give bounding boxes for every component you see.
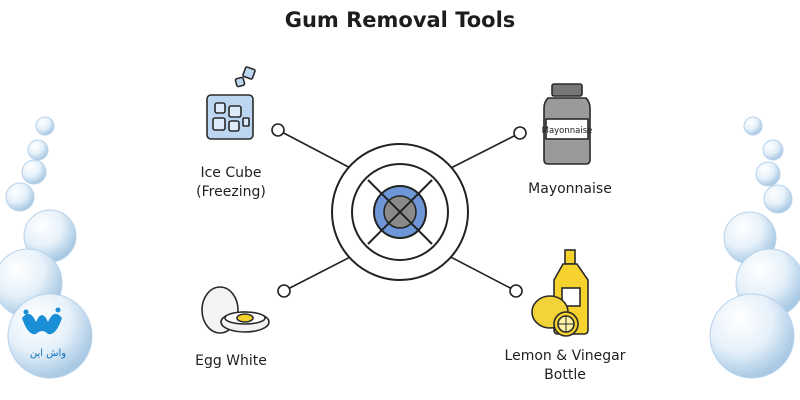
- spoke-endpoints: [271, 123, 527, 298]
- spoke-mayonnaise: [442, 132, 521, 173]
- spoke-egg-white: [283, 252, 359, 292]
- endpoint-egg-white: [277, 284, 291, 298]
- label-lemon-vinegar: Lemon & Vinegar Bottle: [490, 347, 640, 385]
- page-title: Gum Removal Tools: [284, 8, 516, 32]
- label-lemon-line2: Bottle: [544, 367, 586, 383]
- endpoint-lemon: [509, 284, 523, 298]
- label-ice-cube-line1: Ice Cube: [200, 165, 262, 181]
- label-ice-cube: Ice Cube (Freezing): [186, 164, 276, 202]
- jar-label-text: Mayonnaise: [542, 126, 593, 136]
- label-mayonnaise: Mayonnaise: [520, 180, 620, 199]
- bubble-cluster-right: [709, 116, 800, 379]
- endpoint-mayonnaise: [513, 126, 527, 140]
- brand-logo: [22, 307, 62, 335]
- label-lemon-line1: Lemon & Vinegar: [504, 348, 626, 364]
- egg-white-icon: [201, 286, 270, 334]
- spoke-lines: [277, 129, 521, 292]
- central-target: [331, 143, 469, 281]
- spoke-lemon: [442, 252, 517, 292]
- brand-logo-text: واش این: [29, 348, 67, 359]
- label-egg-white-text: Egg White: [195, 353, 267, 369]
- ice-cube-icon: [206, 66, 256, 140]
- bubble-cluster-left: [0, 116, 93, 379]
- label-ice-cube-line2: (Freezing): [196, 184, 266, 200]
- label-egg-white: Egg White: [186, 352, 276, 371]
- mayonnaise-jar-icon: Mayonnaise: [542, 83, 593, 165]
- endpoint-ice-cube: [271, 123, 285, 137]
- spoke-ice-cube: [277, 129, 359, 173]
- label-mayonnaise-text: Mayonnaise: [528, 181, 612, 197]
- lemon-vinegar-bottle-icon: [531, 249, 589, 337]
